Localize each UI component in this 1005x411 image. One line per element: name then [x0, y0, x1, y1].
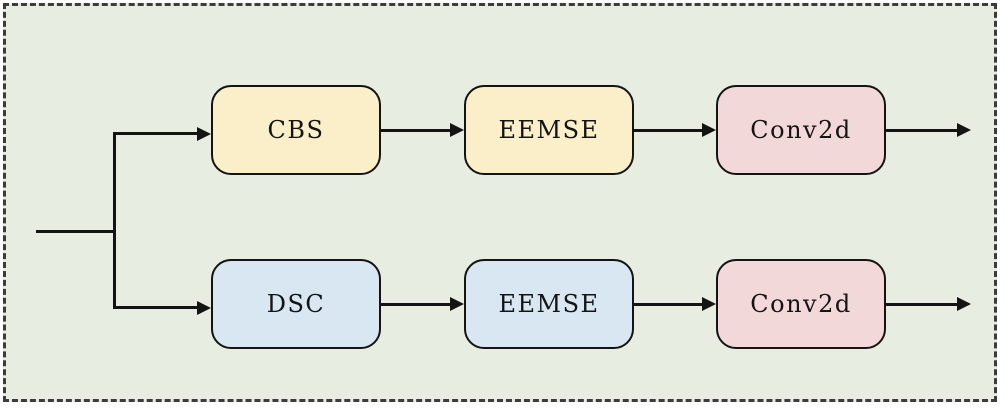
node-conv2d-bottom: Conv2d: [716, 259, 886, 349]
connector-conv2d-bottom-output: [886, 302, 957, 306]
connector-input-line: [36, 230, 116, 233]
node-conv2d-bottom-label: Conv2d: [750, 290, 852, 318]
node-cbs-label: CBS: [267, 116, 325, 144]
node-conv2d-top: Conv2d: [716, 85, 886, 175]
node-eemse-bottom: EEMSE: [464, 259, 634, 349]
arrowhead-icon: [197, 300, 211, 315]
arrowhead-icon: [957, 123, 971, 137]
node-eemse-top: EEMSE: [464, 85, 634, 175]
arrowhead-icon: [197, 126, 211, 141]
node-eemse-top-label: EEMSE: [498, 116, 600, 144]
node-dsc-label: DSC: [266, 290, 326, 318]
diagram-panel: CBS EEMSE Conv2d DSC EEMSE Conv2d: [3, 3, 997, 402]
arrowhead-icon: [450, 297, 464, 311]
arrowhead-icon: [450, 123, 464, 137]
arrowhead-icon: [702, 297, 716, 311]
connector-conv2d-top-output: [886, 128, 957, 132]
node-eemse-bottom-label: EEMSE: [498, 290, 600, 318]
arrowhead-icon: [957, 297, 971, 311]
connector-dsc-to-eemse: [381, 302, 451, 306]
arrowhead-icon: [702, 123, 716, 137]
node-cbs: CBS: [211, 85, 381, 175]
connector-branch-split-line: [113, 132, 116, 309]
connector-eemse-to-conv2d-top: [634, 128, 703, 132]
connector-split-to-cbs: [113, 132, 197, 135]
node-conv2d-top-label: Conv2d: [750, 116, 852, 144]
connector-split-to-dsc: [113, 306, 197, 309]
connector-cbs-to-eemse: [381, 128, 451, 132]
node-dsc: DSC: [211, 259, 381, 349]
connector-eemse-to-conv2d-bottom: [634, 302, 703, 306]
